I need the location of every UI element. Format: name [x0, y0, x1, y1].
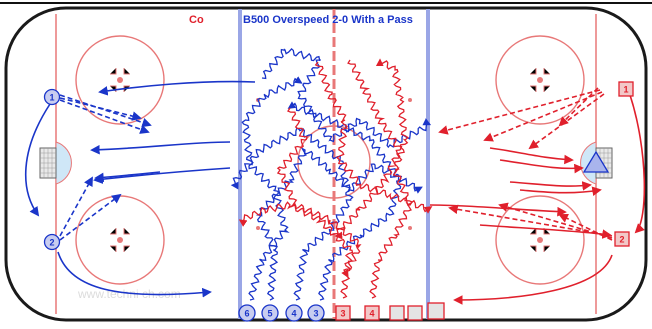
blue-skate-line: [94, 171, 161, 183]
svg-text:6: 6: [244, 309, 249, 319]
blue-pass-line: [59, 176, 93, 237]
red-skate-line: [519, 186, 602, 196]
red-skate-line: [499, 159, 584, 174]
red-stickhandle-line: [369, 58, 414, 299]
blue-stickhandle-line: [287, 101, 403, 301]
red-player-6: [407, 305, 423, 321]
blue-player-3: 3: [307, 304, 325, 322]
svg-text:4: 4: [369, 309, 374, 319]
blue-skate-line: [98, 80, 256, 96]
red-skate-line: [509, 181, 592, 191]
faceoff-hashes: [110, 68, 550, 252]
red-pass-line: [448, 204, 613, 237]
red-skate-line: [453, 254, 613, 305]
faceoff-dots: [117, 77, 543, 243]
svg-text:2: 2: [49, 238, 54, 248]
blue-player-4: 4: [285, 304, 303, 322]
red-stickhandle-line: [276, 107, 362, 278]
red-pass-line: [438, 89, 601, 135]
red-player-7: [427, 302, 445, 320]
svg-text:2: 2: [619, 235, 624, 245]
drill-title: B500 Overspeed 2-0 With a Pass: [243, 14, 413, 26]
svg-text:5: 5: [267, 309, 272, 319]
red-player-4: 4: [364, 305, 380, 321]
blue-player-5: 5: [261, 304, 279, 322]
red-player-1: 1: [618, 81, 634, 97]
svg-text:4: 4: [291, 309, 296, 319]
svg-text:3: 3: [313, 309, 318, 319]
blue-stickhandle-line: [230, 127, 354, 301]
crease-left: [55, 141, 72, 185]
blue-player-1: 1: [43, 88, 61, 106]
red-skate-line: [479, 224, 612, 239]
blue-stickhandle-line: [261, 47, 432, 149]
blue-pass-line: [59, 193, 122, 241]
red-player-3: 3: [335, 305, 351, 321]
red-pass-line: [558, 87, 599, 127]
red-pass-line: [528, 93, 605, 150]
net-icon: [39, 147, 57, 179]
red-skate-line: [429, 204, 567, 217]
blue-skate-line: [24, 103, 51, 217]
blue-player-2: 2: [43, 233, 61, 251]
goalie-triangle-icon: [582, 150, 610, 173]
red-player-5: [389, 305, 405, 321]
red-stickhandle-line: [238, 201, 354, 299]
red-skate-line: [489, 147, 574, 165]
blue-skate-line: [90, 141, 231, 155]
svg-text:3: 3: [340, 309, 345, 319]
blue-stickhandle-line: [241, 76, 303, 301]
svg-text:1: 1: [49, 93, 54, 103]
watermark: www.techni ch.com: [77, 287, 181, 301]
red-pass-line: [483, 91, 603, 142]
red-stickhandle-line: [334, 59, 403, 240]
svg-text:1: 1: [623, 85, 628, 95]
blue-pass-line: [59, 97, 142, 121]
drill-paths: [24, 47, 646, 305]
red-stickhandle-line: [314, 61, 433, 214]
red-skate-line: [629, 94, 646, 234]
blue-skate-line: [57, 251, 212, 298]
blue-player-6: 6: [238, 304, 256, 322]
drill-prefix: Co: [189, 14, 204, 26]
red-player-2: 2: [614, 231, 630, 247]
blue-skate-line: [93, 167, 231, 184]
